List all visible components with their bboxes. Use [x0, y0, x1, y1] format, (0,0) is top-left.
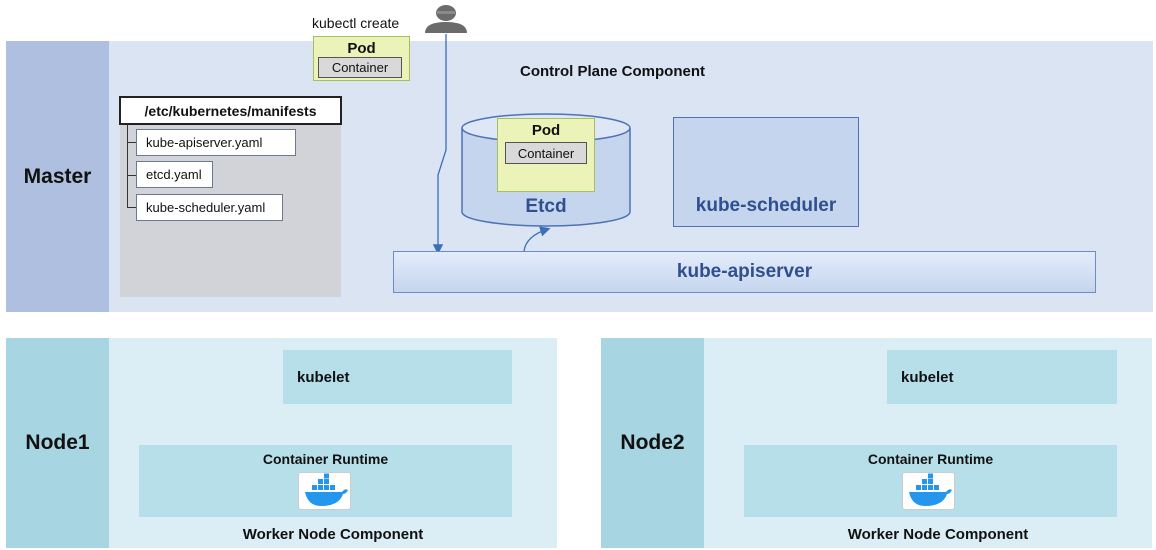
node1-worker-node-component: Worker Node Component: [242, 526, 424, 543]
etcd-label: Etcd: [525, 196, 567, 217]
floating-pod-container: Container: [318, 57, 402, 78]
file-kube-apiserver-yaml[interactable]: kube-apiserver.yaml: [136, 129, 296, 156]
node2-label: Node2: [601, 338, 704, 548]
tree-branch: [127, 142, 137, 143]
node1-runtime-title: Container Runtime: [262, 451, 389, 467]
docker-icon: [909, 473, 952, 506]
control-plane-title: Control Plane Component: [520, 63, 705, 80]
tree-line: [127, 125, 128, 208]
node1-kubelet: kubelet: [283, 350, 512, 404]
kubectl-command-label: kubectl create: [312, 15, 400, 31]
etcd-pod-title: Pod: [531, 122, 561, 139]
tree-branch: [127, 207, 137, 208]
node2-worker-node-component: Worker Node Component: [847, 526, 1029, 543]
kubectl-to-apiserver-arrow: [432, 34, 447, 255]
tree-branch: [127, 175, 137, 176]
manifests-path: /etc/kubernetes/manifests: [119, 96, 342, 125]
node2-docker-tile: [902, 472, 955, 510]
node2-runtime-title: Container Runtime: [867, 451, 994, 467]
apiserver-to-etcd-arrow: [523, 226, 551, 252]
user-icon: [425, 5, 467, 33]
file-kube-scheduler-yaml[interactable]: kube-scheduler.yaml: [136, 194, 283, 221]
docker-icon: [305, 473, 348, 506]
kube-scheduler-box: kube-scheduler: [673, 117, 859, 227]
file-etcd-yaml[interactable]: etcd.yaml: [136, 161, 213, 188]
kube-apiserver-box: kube-apiserver: [393, 251, 1096, 293]
node1-label: Node1: [6, 338, 109, 548]
node2-kubelet: kubelet: [887, 350, 1117, 404]
master-label: Master: [6, 41, 109, 312]
node1-docker-tile: [298, 472, 351, 510]
floating-pod-title: Pod: [347, 40, 376, 57]
etcd-pod-container: Container: [505, 142, 587, 164]
